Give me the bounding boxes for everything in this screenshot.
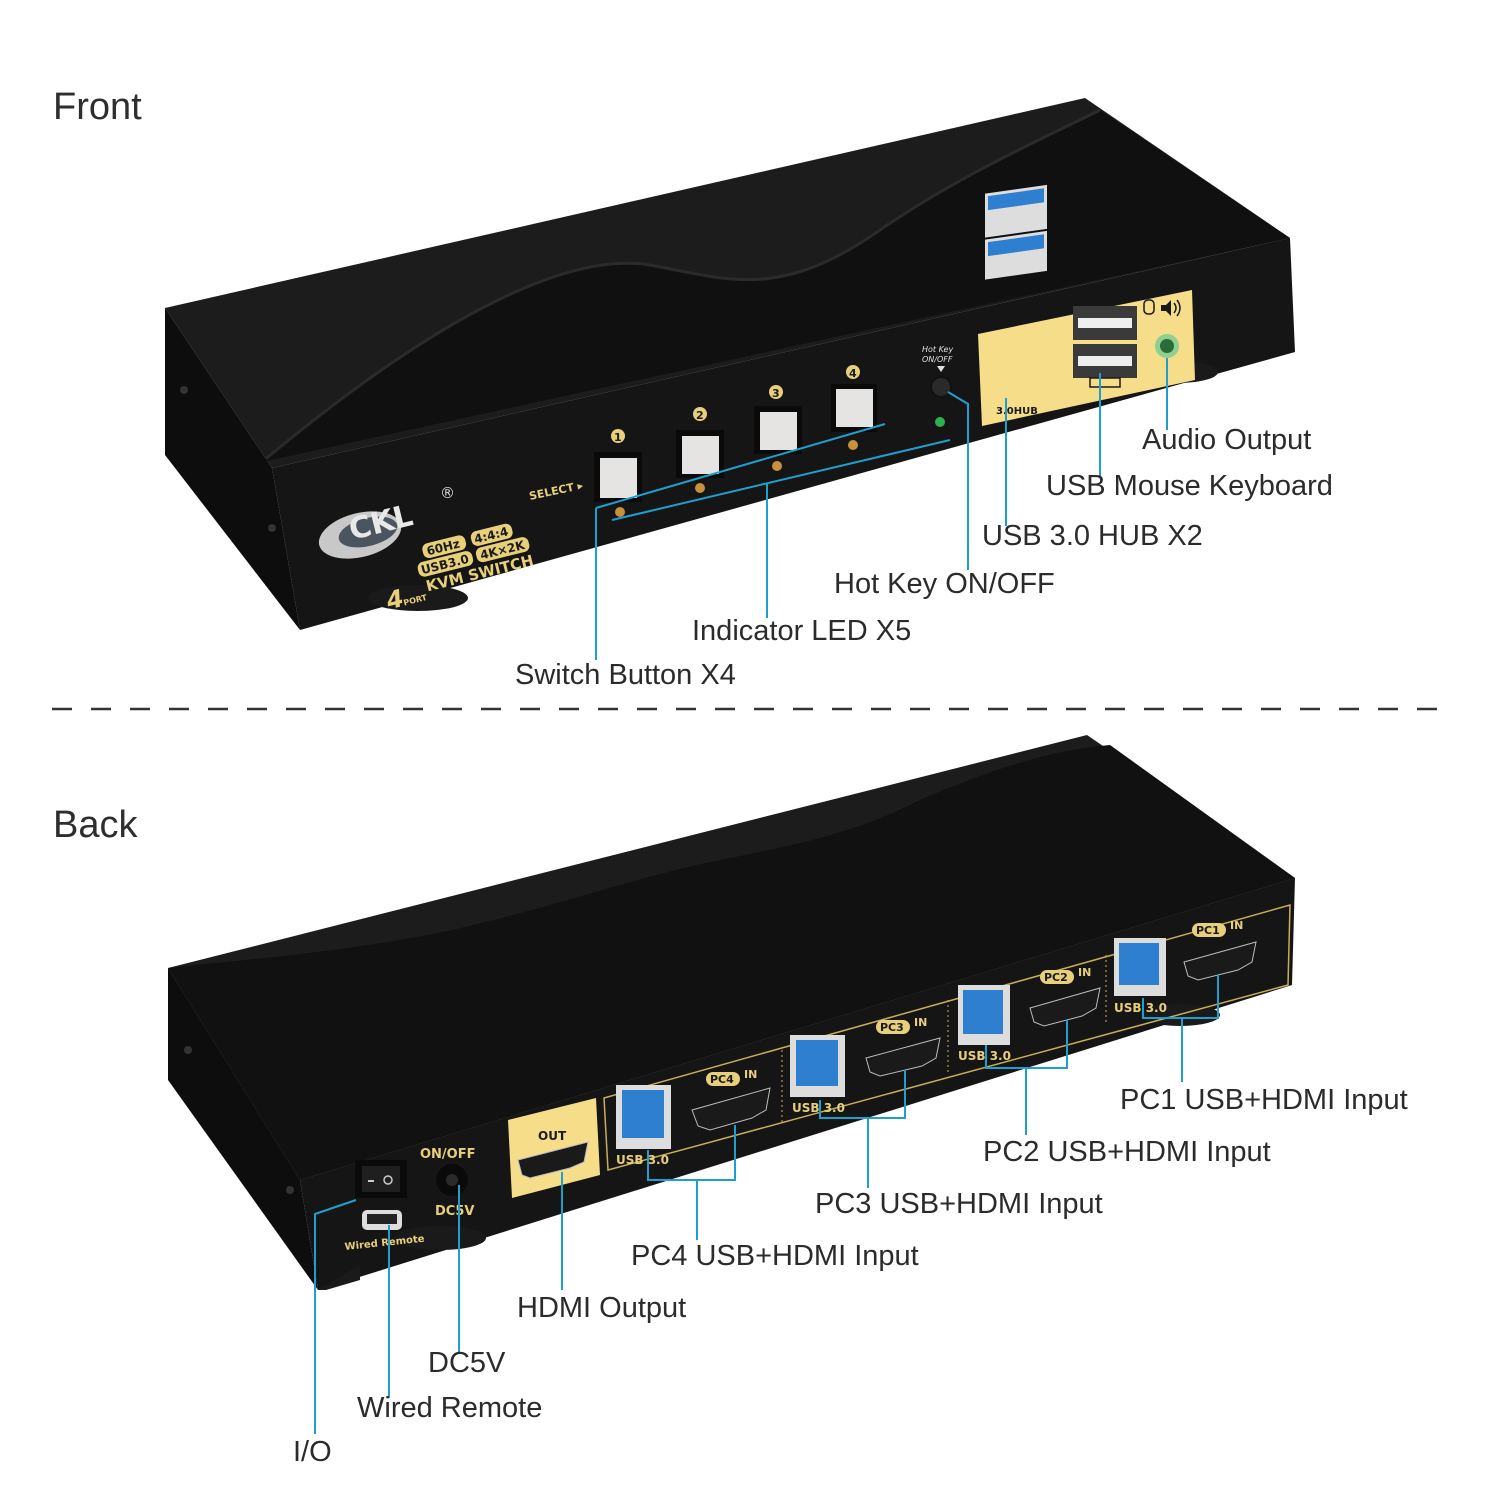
pc-input-panel — [603, 904, 1291, 1171]
button-number: 3 — [772, 387, 780, 400]
pc4-usb-label: USB 3.0 — [616, 1153, 669, 1167]
button-number: 1 — [614, 431, 622, 444]
back-section-title: Back — [53, 804, 138, 846]
dc-jack[interactable] — [436, 1164, 468, 1196]
pc2-ports: USB 3.0 PC2 IN — [958, 966, 1101, 1063]
led-4 — [848, 440, 858, 450]
front-section-title: Front — [53, 86, 142, 128]
keyboard-icon — [1089, 377, 1121, 388]
pc4-hdmi-port[interactable] — [691, 1087, 771, 1131]
pc1-hdmi-port[interactable] — [1183, 941, 1257, 981]
registered-mark: ® — [440, 484, 455, 502]
switch-button-2[interactable]: 2 — [676, 407, 724, 478]
led-2 — [695, 483, 705, 493]
callout-switch-button: Switch Button X4 — [515, 659, 736, 691]
indicator-leds — [615, 417, 945, 517]
switch-button-3[interactable]: 3 — [754, 385, 802, 454]
usb30-hub-ports[interactable]: 3.0HUB — [985, 184, 1047, 417]
audio-output-jack[interactable] — [1155, 334, 1179, 358]
pc3-in: IN — [914, 1016, 927, 1029]
callout-pc4: PC4 USB+HDMI Input — [631, 1240, 919, 1272]
pc3-usb-label: USB 3.0 — [792, 1101, 845, 1115]
pc1-badge: PC1 — [1196, 924, 1220, 937]
callout-io: I/O — [293, 1436, 332, 1468]
pc3-usb-port[interactable] — [790, 1035, 845, 1097]
led-1 — [615, 507, 625, 517]
bottom-bracket — [318, 1265, 360, 1290]
power-label: ON/OFF — [420, 1147, 476, 1162]
power-switch[interactable] — [355, 1160, 407, 1198]
pc3-hdmi-port[interactable] — [865, 1037, 941, 1077]
leader-io — [314, 1199, 357, 1434]
callout-usb-hub: USB 3.0 HUB X2 — [982, 520, 1203, 552]
pc2-hdmi-port[interactable] — [1029, 987, 1101, 1027]
pc1-usb-port[interactable] — [1114, 938, 1166, 996]
back-device: ON/OFF DC5V Wired Remote OUT USB 3.0 — [168, 735, 1295, 1290]
back-left-side — [168, 968, 318, 1290]
button-number: 2 — [696, 409, 704, 422]
callout-indicator-led: Indicator LED X5 — [692, 615, 912, 647]
callout-hotkey: Hot Key ON/OFF — [834, 568, 1055, 600]
pc1-usb-label: USB 3.0 — [1114, 1001, 1167, 1015]
callout-usb-mouse-keyboard: USB Mouse Keyboard — [1046, 470, 1333, 502]
port-count: 4 — [382, 584, 406, 615]
speaker-icon — [1161, 299, 1181, 317]
pc2-in: IN — [1078, 966, 1091, 979]
dc-label: DC5V — [435, 1204, 474, 1219]
switch-button-1[interactable]: 1 — [594, 429, 642, 502]
leader-pc4 — [647, 1125, 736, 1181]
callout-audio-output: Audio Output — [1142, 424, 1312, 456]
switch-buttons: 1 2 3 4 — [594, 365, 877, 502]
hotkey-label-2: ON/OFF — [922, 355, 953, 364]
callout-pc2: PC2 USB+HDMI Input — [983, 1136, 1271, 1168]
pc4-ports: USB 3.0 PC4 IN — [616, 1068, 771, 1167]
leader-hotkey — [947, 391, 969, 570]
pc2-usb-label: USB 3.0 — [958, 1049, 1011, 1063]
pc3-badge: PC3 — [880, 1021, 904, 1034]
rubber-foot — [394, 1226, 486, 1250]
out-label: OUT — [538, 1129, 567, 1143]
mouse-icon — [1143, 299, 1155, 315]
led-hotkey — [935, 417, 945, 427]
pc2-usb-port[interactable] — [958, 985, 1010, 1045]
pc4-in: IN — [744, 1068, 757, 1081]
callout-hdmi-output: HDMI Output — [517, 1292, 687, 1324]
back-top-wave — [168, 745, 1295, 1180]
pc1-in: IN — [1230, 919, 1243, 932]
front-left-side — [165, 308, 300, 630]
back-leader-lines — [314, 975, 1219, 1434]
leader-pc1 — [1142, 975, 1219, 1019]
switch-button-4[interactable]: 4 — [831, 365, 877, 432]
front-leader-lines — [595, 358, 1168, 660]
front-device: CKL ® 60Hz 4:4:4 USB3.0 4K×2K KVM SWITCH… — [165, 98, 1295, 630]
led-3 — [772, 461, 782, 471]
leader-pc3 — [819, 1070, 906, 1119]
usb-mouse-keyboard-ports[interactable] — [1073, 306, 1137, 388]
screw-hole — [286, 1186, 294, 1194]
pc3-ports: USB 3.0 PC3 IN — [790, 1016, 941, 1115]
pc4-badge: PC4 — [710, 1073, 734, 1086]
callout-dc5v: DC5V — [428, 1347, 506, 1379]
leader-indicator — [611, 439, 951, 521]
hdmi-output-port[interactable] — [517, 1141, 589, 1179]
screw-hole — [184, 1046, 192, 1054]
wired-remote-port[interactable] — [362, 1210, 402, 1230]
pc2-badge: PC2 — [1044, 971, 1068, 984]
screw-hole — [180, 386, 188, 394]
screw-hole — [268, 524, 276, 532]
leader-switch — [595, 423, 886, 509]
front-top-edge — [261, 108, 1101, 464]
callout-wired-remote: Wired Remote — [357, 1392, 543, 1424]
rubber-foot — [368, 585, 468, 611]
callout-pc3: PC3 USB+HDMI Input — [815, 1188, 1103, 1220]
hotkey-label-1: Hot Key — [922, 345, 953, 354]
down-arrow-icon — [937, 366, 945, 372]
button-number: 4 — [849, 367, 857, 380]
pc1-ports: USB 3.0 PC1 IN — [1114, 919, 1257, 1015]
pc4-usb-port[interactable] — [616, 1085, 671, 1149]
callout-pc1: PC1 USB+HDMI Input — [1120, 1084, 1408, 1116]
hub-label: 3.0HUB — [996, 406, 1038, 417]
hotkey-button[interactable]: Hot Key ON/OFF — [922, 345, 953, 398]
